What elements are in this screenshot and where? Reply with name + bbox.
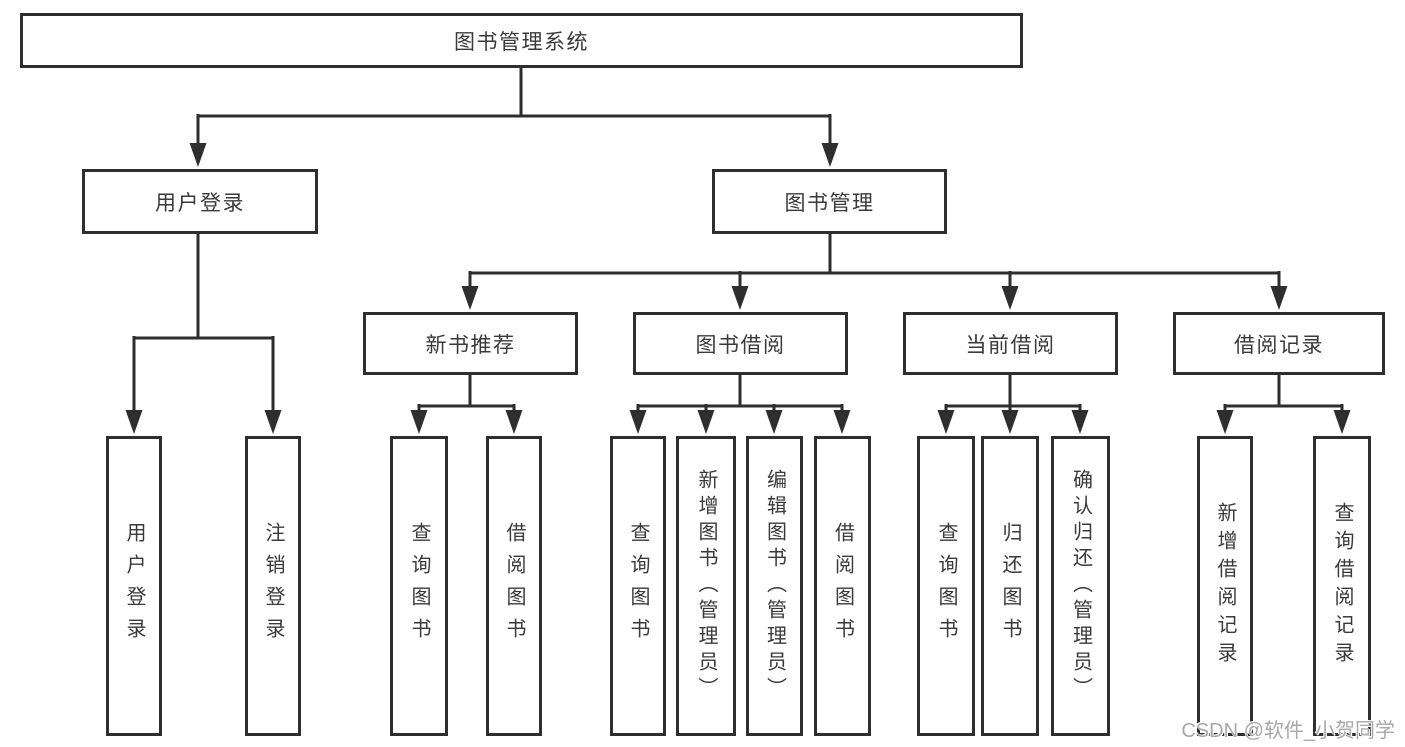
- arrowhead: [1333, 410, 1351, 434]
- arrowhead: [505, 410, 523, 434]
- node-root-system: 图书管理系统: [20, 13, 1023, 68]
- leaf-user-login: 用户登录: [106, 436, 162, 736]
- arrowhead: [1216, 410, 1234, 434]
- arrowhead: [1001, 410, 1019, 434]
- leaf-confirm-return-admin: 确认归还（管理员）: [1051, 436, 1110, 736]
- arrowhead: [125, 410, 143, 434]
- arrowhead: [833, 410, 851, 434]
- node-label: 图书管理系统: [454, 30, 589, 54]
- arrowhead: [937, 410, 955, 434]
- arrowhead: [410, 410, 428, 434]
- node-label: 新书推荐: [425, 333, 516, 357]
- connector-lines: [132, 68, 1344, 414]
- arrowhead: [189, 143, 207, 167]
- leaf-query-books-recommend: 查询图书: [390, 436, 448, 736]
- node-current-borrowing: 当前借阅: [903, 312, 1118, 375]
- leaf-borrow-books-borrowing: 借阅图书: [814, 436, 871, 736]
- arrowhead: [1270, 286, 1288, 310]
- arrowhead: [731, 286, 749, 310]
- node-label: 当前借阅: [965, 333, 1056, 357]
- node-label: 编辑图书（管理员）: [763, 469, 786, 703]
- arrowhead: [697, 410, 715, 434]
- leaf-query-borrow-record: 查询借阅记录: [1313, 436, 1371, 736]
- arrowhead: [1071, 410, 1089, 434]
- leaf-logout: 注销登录: [245, 436, 301, 736]
- leaf-add-books-admin: 新增图书（管理员）: [676, 436, 736, 736]
- arrowhead: [765, 410, 783, 434]
- arrowhead: [264, 410, 282, 434]
- node-label: 借阅图书: [831, 522, 854, 650]
- node-label: 查询图书: [408, 522, 430, 650]
- node-label: 查询图书: [935, 522, 957, 650]
- node-label: 借阅记录: [1234, 333, 1324, 357]
- node-user-login: 用户登录: [82, 169, 318, 234]
- leaf-add-borrow-record: 新增借阅记录: [1197, 436, 1253, 736]
- csdn-watermark: CSDN @软件_小贺同学: [1181, 720, 1395, 742]
- arrowhead: [821, 143, 839, 167]
- node-label: 确认归还（管理员）: [1069, 469, 1092, 703]
- leaf-return-books: 归还图书: [981, 436, 1039, 736]
- node-label: 借阅图书: [503, 522, 525, 650]
- node-label: 图书管理: [784, 191, 875, 215]
- node-label: 用户登录: [155, 191, 245, 215]
- node-borrowing-records: 借阅记录: [1173, 312, 1385, 375]
- node-label: 图书借阅: [695, 333, 786, 357]
- arrowhead: [629, 410, 647, 434]
- node-label: 归还图书: [999, 522, 1021, 650]
- arrowhead: [1001, 286, 1019, 310]
- leaf-query-books-borrowing: 查询图书: [610, 436, 666, 736]
- node-book-borrowing: 图书借阅: [633, 312, 848, 375]
- leaf-borrow-books-recommend: 借阅图书: [486, 436, 542, 736]
- leaf-edit-books-admin: 编辑图书（管理员）: [746, 436, 803, 736]
- node-label: 查询图书: [627, 522, 649, 650]
- node-label: 用户登录: [123, 522, 145, 650]
- node-label: 新增图书（管理员）: [695, 469, 717, 703]
- node-label: 新增借阅记录: [1214, 502, 1236, 670]
- node-new-book-recommend: 新书推荐: [363, 312, 578, 375]
- leaf-query-books-current: 查询图书: [917, 436, 975, 736]
- node-label: 查询借阅记录: [1331, 502, 1353, 670]
- node-book-management: 图书管理: [712, 169, 947, 234]
- arrowheads: [125, 143, 1351, 434]
- node-label: 注销登录: [262, 522, 284, 650]
- arrowhead: [461, 286, 479, 310]
